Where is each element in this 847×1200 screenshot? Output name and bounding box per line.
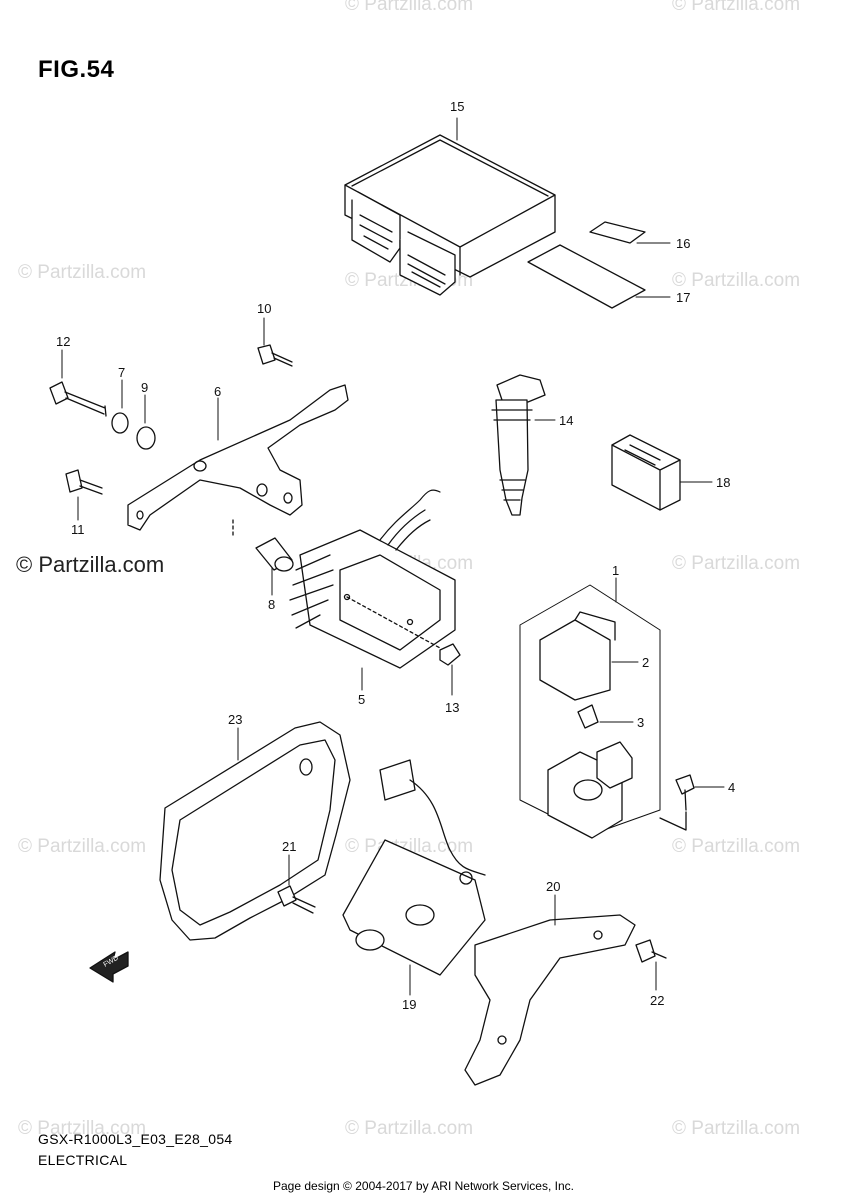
callout-9: 9 xyxy=(141,380,148,395)
callout-5: 5 xyxy=(358,692,365,707)
callout-16: 16 xyxy=(676,236,690,251)
footer-copyright: Page design © 2004-2017 by ARI Network S… xyxy=(272,1179,574,1193)
ecu-unit xyxy=(344,134,556,296)
callout-2: 2 xyxy=(642,655,649,670)
callout-4: 4 xyxy=(728,780,735,795)
section-name: ELECTRICAL xyxy=(38,1152,128,1168)
flange-nut xyxy=(439,643,461,666)
callout-11: 11 xyxy=(71,522,85,537)
watermark: © Partzilla.com xyxy=(345,1118,474,1139)
callout-1: 1 xyxy=(612,563,619,578)
bolt xyxy=(277,885,316,914)
callout-7: 7 xyxy=(118,365,125,380)
nut xyxy=(136,426,156,450)
cover-panel xyxy=(159,721,351,941)
callout-15: 15 xyxy=(450,99,464,114)
bolt xyxy=(49,381,107,417)
washer xyxy=(111,412,129,434)
bolt xyxy=(635,939,667,963)
watermark: © Partzilla.com xyxy=(18,1118,147,1139)
callout-18: 18 xyxy=(716,475,730,490)
watermark: © Partzilla.com xyxy=(672,270,801,291)
callout-22: 22 xyxy=(650,993,664,1008)
callout-21: 21 xyxy=(282,839,296,854)
callout-10: 10 xyxy=(257,301,271,316)
spacer xyxy=(255,537,294,572)
fuse-box-cover xyxy=(539,611,616,701)
lean-angle-sensor xyxy=(342,759,486,976)
watermark: © Partzilla.com xyxy=(345,0,474,15)
watermark-dark: © Partzilla.com xyxy=(16,552,165,577)
bolt xyxy=(65,469,103,495)
callout-23: 23 xyxy=(228,712,242,727)
callout-3: 3 xyxy=(637,715,644,730)
forward-arrow-icon: FWD xyxy=(89,951,129,983)
callout-8: 8 xyxy=(268,597,275,612)
callout-19: 19 xyxy=(402,997,416,1012)
watermark: © Partzilla.com xyxy=(18,262,147,283)
bolt xyxy=(257,344,293,367)
ignition-coil xyxy=(491,374,546,516)
watermark: © Partzilla.com xyxy=(672,0,801,15)
callout-12: 12 xyxy=(56,334,70,349)
watermark: © Partzilla.com xyxy=(672,553,801,574)
watermark: © Partzilla.com xyxy=(672,1118,801,1139)
callout-20: 20 xyxy=(546,879,560,894)
pad-small xyxy=(589,221,646,244)
fuse xyxy=(577,704,599,729)
watermark: © Partzilla.com xyxy=(18,836,147,857)
regulator xyxy=(289,489,456,669)
bracket xyxy=(127,384,349,531)
pad-large xyxy=(527,244,646,309)
leader-lines xyxy=(61,117,725,996)
callout-17: 17 xyxy=(676,290,690,305)
watermark: © Partzilla.com xyxy=(672,836,801,857)
watermark: © Partzilla.com xyxy=(345,836,474,857)
callout-14: 14 xyxy=(559,413,573,428)
starter-relay xyxy=(547,741,633,839)
screw xyxy=(675,774,695,811)
connector xyxy=(611,434,681,511)
bracket xyxy=(464,914,636,1086)
callout-6: 6 xyxy=(214,384,221,399)
callout-13: 13 xyxy=(445,700,459,715)
model-code: GSX-R1000L3_E03_E28_054 xyxy=(38,1131,233,1147)
figure-title: FIG.54 xyxy=(38,56,115,83)
